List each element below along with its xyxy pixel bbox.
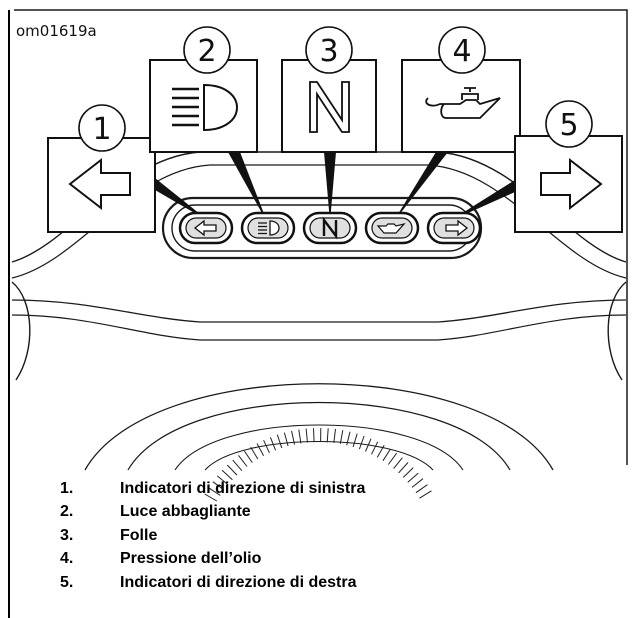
legend-item: 3. Folle [60, 524, 365, 548]
speedometer-tick [269, 437, 277, 451]
speedometer-tick [291, 430, 295, 445]
speedometer-tick [398, 462, 409, 474]
legend-text: Folle [120, 526, 158, 544]
left-turn-lamp-icon [193, 219, 217, 237]
callout-circle-5 [545, 100, 593, 148]
callout-circle-3 [305, 26, 353, 74]
legend-item: 2. Luce abbagliante [60, 501, 365, 525]
legend-text: Pressione dell’olio [120, 550, 262, 568]
speedometer-tick [204, 493, 218, 502]
speedometer-tick [415, 484, 428, 494]
legend-text: Indicatori di direzione di destra [120, 573, 357, 591]
speedometer-tick [305, 428, 308, 443]
speedometer-tick [376, 444, 385, 458]
speedometer-tick [256, 443, 265, 457]
high-beam-lamp-icon [269, 220, 280, 236]
left-margin-bar [8, 10, 10, 618]
high-beam-icon [203, 83, 238, 132]
speedometer-tick [358, 435, 365, 450]
speedometer-tick [402, 467, 414, 478]
callout-5: 5 [559, 108, 578, 143]
speedometer-tick [382, 448, 391, 462]
speedometer-tick [276, 434, 283, 449]
callout-circle-1 [78, 104, 126, 152]
speedometer-tick [339, 430, 344, 444]
speedometer-tick [371, 441, 379, 455]
callout-2: 2 [197, 34, 216, 69]
speedometer-outline [84, 383, 554, 471]
legend-number: 1. [60, 479, 74, 497]
speedometer-tick [238, 455, 248, 467]
speedometer-tick [250, 446, 259, 460]
speedometer-tick [419, 490, 432, 499]
speedometer-tick [333, 428, 336, 443]
speedometer-tick [346, 431, 351, 446]
callout-1: 1 [92, 112, 111, 147]
speedometer-tick [298, 429, 302, 444]
speedometer-tick [313, 428, 315, 443]
left-arrow-icon [68, 157, 131, 211]
right-arrow-icon [540, 157, 603, 211]
neutral-icon [309, 81, 350, 133]
box-left-turn [47, 137, 156, 233]
speedometer-tick [411, 478, 424, 488]
speedometer-tick [226, 464, 238, 476]
speedometer-tick [387, 452, 398, 465]
callout-4: 4 [452, 34, 471, 69]
speedometer-tick [208, 487, 221, 496]
oil-can-icon [425, 87, 501, 119]
legend-item: 5. Indicatori di direzione di destra [60, 571, 365, 595]
box-right-turn [514, 135, 623, 233]
speedometer-tick [263, 439, 270, 454]
speedometer-tick [232, 459, 243, 472]
speedometer-tick [283, 432, 289, 447]
callout-circle-2 [183, 26, 231, 74]
legend-text: Indicatori di direzione di sinistra [120, 479, 366, 497]
speedometer-tick [393, 457, 403, 469]
legend-text: Luce abbagliante [120, 503, 251, 521]
box-neutral [281, 59, 377, 153]
callout-3: 3 [319, 34, 338, 69]
housing-inner-line [11, 164, 627, 279]
speedometer-tick [326, 428, 329, 443]
speedometer-tick [221, 469, 233, 481]
legend-number: 5. [60, 573, 74, 591]
figure-code: om01619a [16, 22, 97, 40]
callout-circle-4 [438, 26, 486, 74]
oil-lamp-icon [376, 222, 406, 234]
speedometer-tick [212, 481, 225, 491]
legend-list: 1. Indicatori di direzione di sinistra 2… [60, 477, 365, 595]
legend-number: 4. [60, 550, 74, 568]
legend-number: 2. [60, 503, 74, 521]
speedometer-tick [243, 450, 253, 463]
neutral-lamp-icon [322, 216, 338, 240]
speedometer-tick [407, 472, 419, 483]
speedometer-tick [365, 438, 372, 452]
legend-item: 1. Indicatori di direzione di sinistra [60, 477, 365, 501]
box-oil-pressure [401, 59, 521, 153]
speedometer-tick [216, 475, 229, 486]
speedometer-tick [352, 433, 358, 448]
right-turn-lamp-icon [445, 219, 469, 237]
legend-number: 3. [60, 526, 74, 544]
legend-item: 4. Pressione dell’olio [60, 548, 365, 572]
